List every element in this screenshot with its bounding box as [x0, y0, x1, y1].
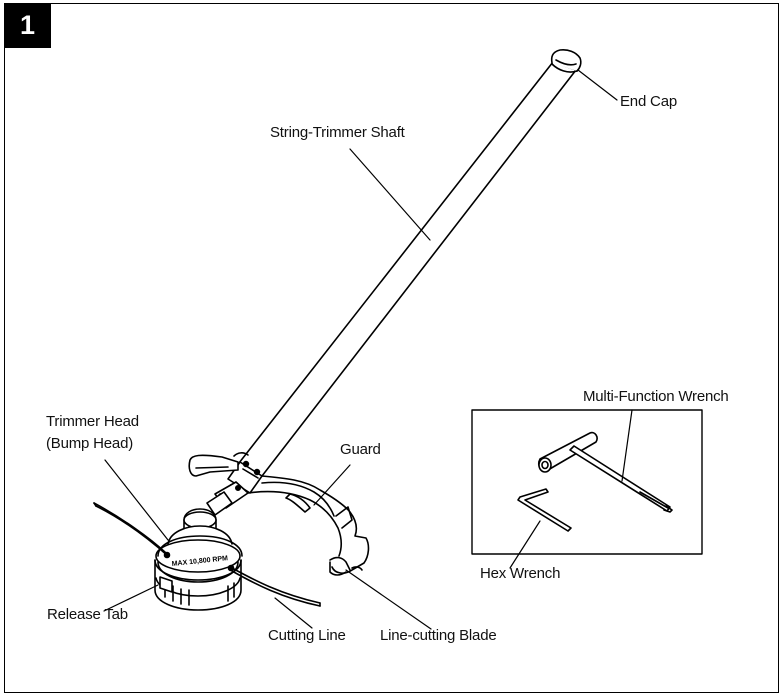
figure-number-badge: 1	[4, 3, 51, 48]
leader-shaft	[349, 148, 431, 241]
leader-guard	[313, 464, 351, 506]
label-string-trimmer-shaft: String-Trimmer Shaft	[270, 124, 405, 141]
label-cutting-line: Cutting Line	[268, 627, 346, 644]
hex-wrench-drawing	[517, 488, 572, 532]
leader-hex-wrench	[509, 520, 541, 569]
label-trimmer-head: Trimmer Head	[46, 413, 139, 430]
leader-release-tab	[103, 584, 159, 612]
label-guard: Guard	[340, 441, 381, 458]
label-trimmer-head-sub: (Bump Head)	[46, 435, 134, 452]
cutting-line	[93, 502, 321, 607]
leader-multi-function-wrench	[621, 409, 633, 482]
label-end-cap: End Cap	[620, 93, 677, 110]
wrench-box	[471, 409, 703, 555]
label-line-cutting-blade: Line-cutting Blade	[380, 627, 497, 644]
label-multi-function-wrench: Multi-Function Wrench	[583, 388, 729, 405]
leader-end-cap	[577, 69, 618, 101]
leader-lines	[103, 69, 633, 630]
leader-cutting-line	[274, 597, 313, 629]
label-release-tab: Release Tab	[47, 606, 128, 623]
figure-frame	[4, 3, 779, 693]
leader-trimmer-head	[104, 459, 169, 541]
end-cap	[550, 49, 582, 73]
trimmer-head	[154, 491, 243, 611]
label-hex-wrench: Hex Wrench	[480, 565, 561, 582]
leader-line-cutting-blade	[345, 569, 432, 630]
multi-function-wrench-drawing	[537, 431, 673, 513]
head-marking: MAX 10,800 RPM	[171, 555, 228, 568]
